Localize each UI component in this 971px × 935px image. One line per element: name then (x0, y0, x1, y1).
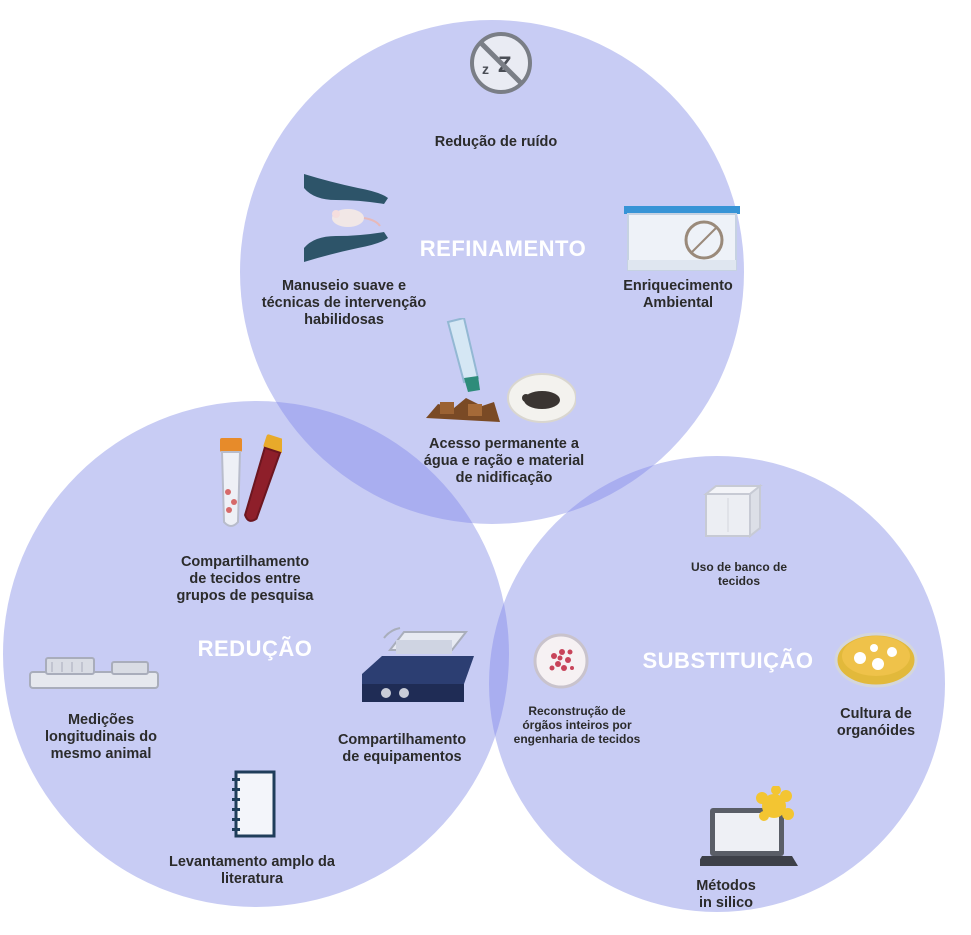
replacement-title: SUBSTITUIÇÃO (642, 648, 814, 673)
sample-tubes-icon (220, 434, 282, 527)
noise-reduction-label: Redução de ruído (434, 134, 558, 150)
reduction-title: REDUÇÃO (197, 636, 313, 661)
no-sleep-icon: z Z (470, 32, 532, 94)
hotplate-stirrer-icon (362, 627, 474, 702)
svg-text:z: z (482, 61, 489, 77)
hands-mouse-icon (304, 174, 388, 262)
lab-instrument-icon (29, 657, 159, 689)
tissue-bank-label: Uso de banco de tecidos (690, 560, 788, 588)
organoid-culture-label: Cultura de organóides (836, 706, 916, 739)
water-food-nest-icon (426, 318, 576, 423)
petri-dish-cells-icon (533, 633, 589, 689)
gentle-handling-label: Manuseio suave e técnicas de intervenção… (261, 278, 427, 328)
in-silico-methods-label: Métodos in silico (696, 878, 756, 911)
tissue-sharing-label: Compartilhamento de tecidos entre grupos… (176, 554, 314, 604)
notebook-icon (232, 770, 276, 838)
water-food-nesting-label: Acesso permanente a água e ração e mater… (423, 436, 585, 486)
environmental-enrichment-label: Enriquecimento Ambiental (623, 278, 733, 311)
organoid-dish-icon (834, 632, 918, 688)
replacement-circle (489, 456, 945, 912)
refinement-circle (240, 20, 744, 524)
literature-survey-label: Levantamento amplo da literatura (169, 854, 335, 887)
longitudinal-measurements-label: Medições longitudinais do mesmo animal (45, 712, 157, 762)
enriched-cage-icon (624, 206, 740, 271)
tissue-bank-icon (703, 484, 763, 539)
organ-reconstruction-label: Reconstrução de órgãos inteiros por enge… (513, 704, 641, 746)
laptop-molecule-icon (700, 786, 798, 866)
refinement-title: REFINAMENTO (419, 236, 587, 261)
reduction-circle (3, 401, 509, 907)
equipment-sharing-label: Compartilhamento de equipamentos (337, 732, 467, 765)
